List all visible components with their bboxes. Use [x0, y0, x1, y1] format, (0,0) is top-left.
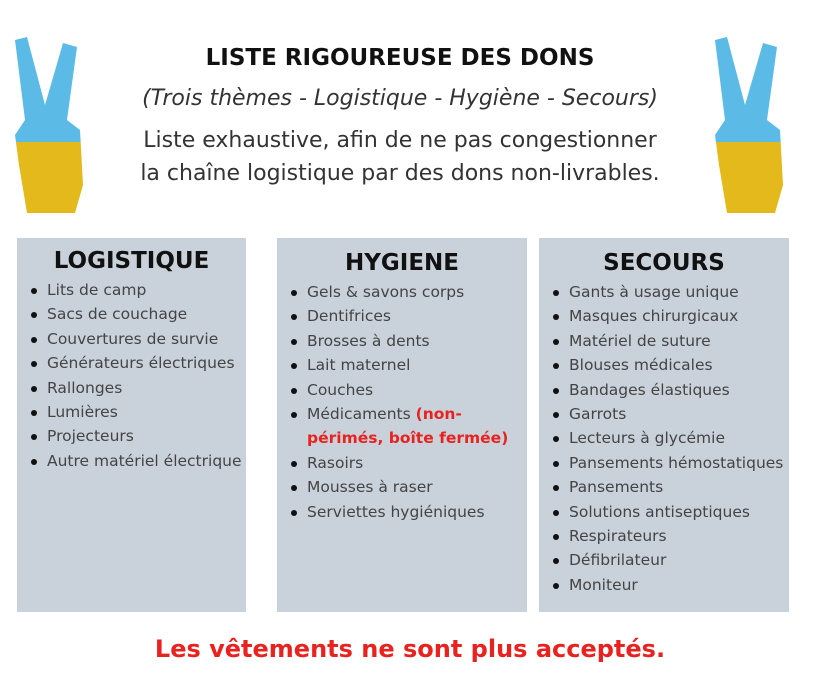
list-item: Matériel de suture: [553, 329, 789, 353]
list-item-label: Respirateurs: [569, 527, 667, 546]
list-item: Autre matériel électrique: [31, 449, 246, 473]
list-item-label: Lits de camp: [47, 281, 147, 299]
list-item: Gants à usage unique: [553, 280, 789, 304]
list-item: Moniteur: [553, 573, 789, 597]
list-item: Rasoirs: [291, 451, 527, 475]
list-item-label: Lecteurs à glycémie: [569, 429, 725, 448]
list-item: Couvertures de survie: [31, 327, 246, 351]
list-item-label: Lumières: [47, 403, 118, 422]
description-line: la chaîne logistique par des dons non-li…: [140, 161, 660, 186]
list-item-label: Projecteurs: [47, 427, 134, 446]
list-item-label: Bandages élastiques: [569, 380, 730, 399]
list-item-label: Défibrilateur: [569, 551, 667, 570]
list-item-label: Générateurs électriques: [47, 354, 235, 373]
page-title: LISTE RIGOUREUSE DES DONS: [205, 45, 595, 71]
list-item-label: Couvertures de survie: [47, 329, 219, 348]
list-item-label: Sacs de couchage: [47, 305, 188, 324]
list-item: Pansements hémostatiques: [553, 451, 789, 475]
list-item: Solutions antiseptiques: [553, 500, 789, 524]
list-item-label: Rallonges: [47, 378, 123, 397]
list-item-label: Dentifrices: [307, 307, 391, 326]
list-item-label: Couches: [307, 380, 374, 399]
list-item-label: Matériel de suture: [569, 331, 711, 350]
description-line: Liste exhaustive, afin de ne pas congest…: [143, 128, 657, 153]
panel-title: LOGISTIQUE: [53, 248, 210, 274]
peace-hand-ukraine-icon: [715, 37, 783, 213]
list-item-label: Moniteur: [569, 575, 638, 594]
list-item-label: Pansements: [569, 478, 664, 497]
list-item-label: Blouses médicales: [569, 356, 713, 375]
panel-title: SECOURS: [603, 250, 725, 276]
list-item-label: Brosses à dents: [307, 331, 430, 350]
list-item: Blouses médicales: [553, 353, 789, 377]
list-item-label: Pansements hémostatiques: [569, 453, 784, 472]
list-item-label: Serviettes hygiéniques: [307, 502, 485, 521]
list-item: Dentifrices: [291, 304, 527, 328]
footer-notice: Les vêtements ne sont plus acceptés.: [154, 635, 666, 663]
list-item: Lecteurs à glycémie: [553, 426, 789, 450]
list-item-label: Garrots: [569, 405, 627, 424]
list-item: Brosses à dents: [291, 329, 527, 353]
page-subtitle: (Trois thèmes - Logistique - Hygiène - S…: [142, 86, 658, 111]
list-item: Couches: [291, 378, 527, 402]
list-item: Sacs de couchage: [31, 302, 246, 326]
list-item: Serviettes hygiéniques: [291, 500, 527, 524]
list-item: Bandages élastiques: [553, 378, 789, 402]
list-item: Défibrilateur: [553, 548, 789, 572]
list-item: Respirateurs: [553, 524, 789, 548]
list-item-label: Médicaments: [307, 405, 411, 424]
list-item-label: Rasoirs: [307, 453, 364, 472]
description: Liste exhaustive, afin de ne pas congest…: [100, 124, 700, 190]
panel-title: HYGIENE: [344, 250, 459, 276]
list-item-label: Mousses à raser: [307, 478, 433, 497]
list-item-label: Lait maternel: [307, 356, 411, 375]
peace-hand-ukraine-icon: [15, 37, 83, 213]
list-item: Lumières: [31, 400, 246, 424]
list-item: Mousses à raser: [291, 475, 527, 499]
list-item: Rallonges: [31, 376, 246, 400]
list-item: Gels & savons corps: [291, 280, 527, 304]
medication-note: (non-périmés, boîte fermée): [307, 405, 509, 448]
list-item-label: Gants à usage unique: [569, 283, 739, 301]
list-item-label: Autre matériel électrique: [47, 451, 242, 470]
list-item-label: Gels & savons corps: [307, 283, 465, 301]
list-item: Masques chirurgicaux: [553, 304, 789, 328]
list-item: Médicaments (non-périmés, boîte fermée): [291, 402, 527, 451]
list-item-label: Masques chirurgicaux: [569, 307, 739, 326]
list-item-label: Solutions antiseptiques: [569, 502, 750, 521]
list-item: Projecteurs: [31, 424, 246, 448]
list-item: Lits de camp: [31, 278, 246, 302]
list-item: Générateurs électriques: [31, 351, 246, 375]
list-item: Lait maternel: [291, 353, 527, 377]
list-item: Garrots: [553, 402, 789, 426]
list-item: Pansements: [553, 475, 789, 499]
